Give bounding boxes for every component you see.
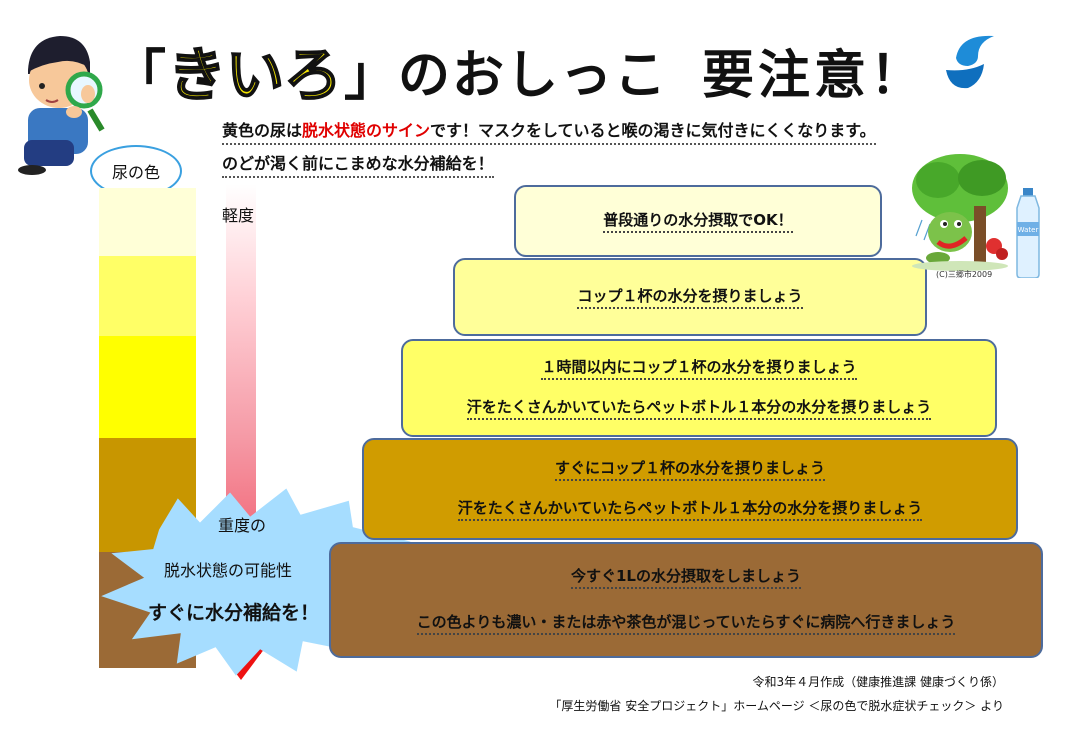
intro-line-1: 黄色の尿は脱水状態のサインです！マスクをしていると喉の渇きに気付きにくくなります… — [222, 117, 876, 145]
burst-dehydration-possibility: 脱水状態の可能性 — [164, 561, 293, 580]
advice-level-3-line-2: 汗をたくさんかいていたらペットボトル１本分の水分を摂りましょう — [466, 396, 932, 420]
water-drop-icon — [946, 35, 994, 89]
color-swatch-level-1 — [99, 188, 196, 256]
water-bottle-icon: Water — [1016, 188, 1040, 278]
advice-level-3: １時間以内にコップ１杯の水分を摂りましょう 汗をたくさんかいていたらペットボトル… — [401, 339, 997, 437]
color-swatch-level-3 — [99, 336, 196, 438]
page-title: 「 きいろ 」 のおしっこ 要注意！ — [112, 30, 926, 110]
title-rest: のおしっこ — [398, 45, 669, 106]
advice-level-5-line-2: この色よりも濃い・または赤や茶色が混じっていたらすぐに病院へ行きましょう — [416, 611, 956, 635]
footer-source: 「厚生労働省 安全プロジェクト」ホームページ ＜尿の色で脱水症状チェック＞ より — [549, 699, 1004, 713]
advice-level-2: コップ１杯の水分を摂りましょう — [453, 258, 927, 336]
advice-level-5-line-1: 今すぐ1Lの水分摂取をしましょう — [571, 565, 801, 590]
advice-level-3-line-1: １時間以内にコップ１杯の水分を摂りましょう — [541, 356, 857, 381]
title-open-bracket: 「 — [112, 43, 166, 107]
color-swatch-level-2 — [99, 256, 196, 336]
advice-level-4-line-1: すぐにコップ１杯の水分を摂りましょう — [554, 457, 825, 481]
advice-level-1-line-1: 普段通りの水分摂取でOK！ — [603, 209, 793, 233]
severity-light-label: 軽度 — [222, 206, 255, 225]
illustration-credit: (C)三郷市2009 — [936, 270, 993, 279]
title-kiiro: きいろ — [167, 40, 343, 110]
advice-level-1: 普段通りの水分摂取でOK！ — [514, 185, 882, 257]
intro-dehydration-sign: 脱水状態のサイン — [302, 121, 431, 140]
advice-level-2-line-1: コップ１杯の水分を摂りましょう — [577, 285, 803, 309]
footer-created: 令和3年４月作成（健康推進課 健康づくり係） — [752, 675, 1004, 689]
mascot-tree-icon — [912, 154, 1008, 271]
intro-line-2: のどが渇く前にこまめな水分補給を！ — [222, 150, 494, 178]
advice-level-4: すぐにコップ１杯の水分を摂りましょう 汗をたくさんかいていたらペットボトル１本分… — [362, 438, 1018, 540]
burst-hydrate-now: すぐに水分補給を！ — [148, 602, 320, 624]
title-warning: 要注意！ — [702, 45, 927, 106]
advice-level-4-line-2: 汗をたくさんかいていたらペットボトル１本分の水分を摂りましょう — [457, 497, 923, 522]
intro-line-1-post: です！マスクをしていると喉の渇きに気付きにくくなります。 — [430, 121, 876, 140]
title-close-bracket: 」 — [344, 43, 399, 107]
intro-line-1-pre: 黄色の尿は — [222, 121, 303, 140]
boy-magnifier-icon — [18, 36, 105, 175]
bottle-label: Water — [1018, 226, 1039, 234]
advice-level-5: 今すぐ1Lの水分摂取をしましょう この色よりも濃い・または赤や茶色が混じっていた… — [329, 542, 1043, 658]
severity-heavy-label: 重度の — [218, 516, 267, 535]
